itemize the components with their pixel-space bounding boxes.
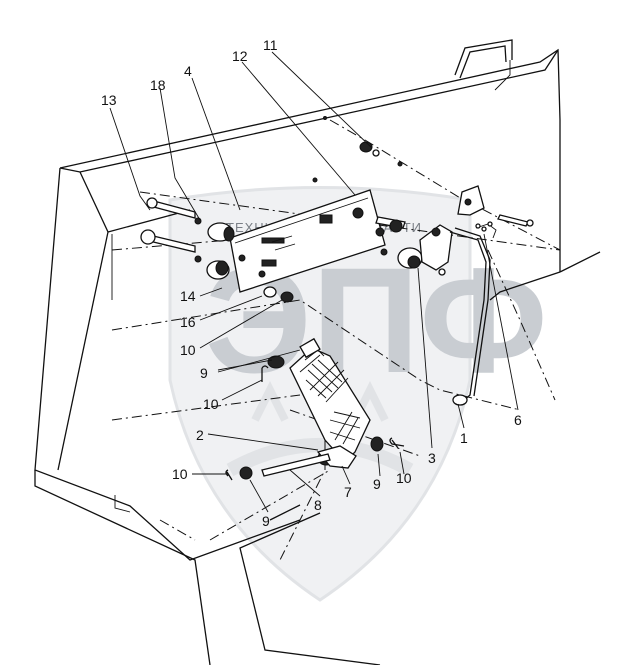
callout-14: 14 <box>180 288 196 304</box>
callout-4: 4 <box>184 63 192 79</box>
callout-7: 7 <box>344 484 352 500</box>
callout-10-middle: 10 <box>203 396 219 412</box>
callout-10-right: 10 <box>396 470 412 486</box>
pedal-grip-pattern <box>305 359 361 445</box>
callout-2: 2 <box>196 427 204 443</box>
callout-3: 3 <box>428 450 436 466</box>
pedal-lever-assembly <box>380 221 497 406</box>
pedal-pins-washers <box>225 355 405 481</box>
callout-8: 8 <box>314 497 322 513</box>
accelerator-pedal <box>289 337 371 469</box>
callout-1: 1 <box>460 430 468 446</box>
callout-18: 18 <box>150 77 166 93</box>
callout-10-lower: 10 <box>172 466 188 482</box>
callout-11: 11 <box>263 37 278 53</box>
leader-lines <box>109 51 519 513</box>
fasteners-left <box>140 197 294 303</box>
callout-9-right: 9 <box>373 476 381 492</box>
callout-12: 12 <box>232 48 248 64</box>
pedal-bracket-plate <box>229 189 386 293</box>
fasteners-top <box>312 116 406 233</box>
callout-9-upper: 9 <box>200 365 208 381</box>
callout-10-upper: 10 <box>180 342 196 358</box>
right-bracket <box>457 185 534 227</box>
cab-body <box>34 48 601 666</box>
door-handle <box>454 39 513 91</box>
callout-13: 13 <box>101 92 117 108</box>
callout-6: 6 <box>514 412 522 428</box>
callout-16: 16 <box>180 314 196 330</box>
callout-9-lower: 9 <box>262 513 270 529</box>
callout-labels: 13 18 4 12 11 14 16 10 9 10 2 10 9 8 7 9… <box>101 37 522 529</box>
